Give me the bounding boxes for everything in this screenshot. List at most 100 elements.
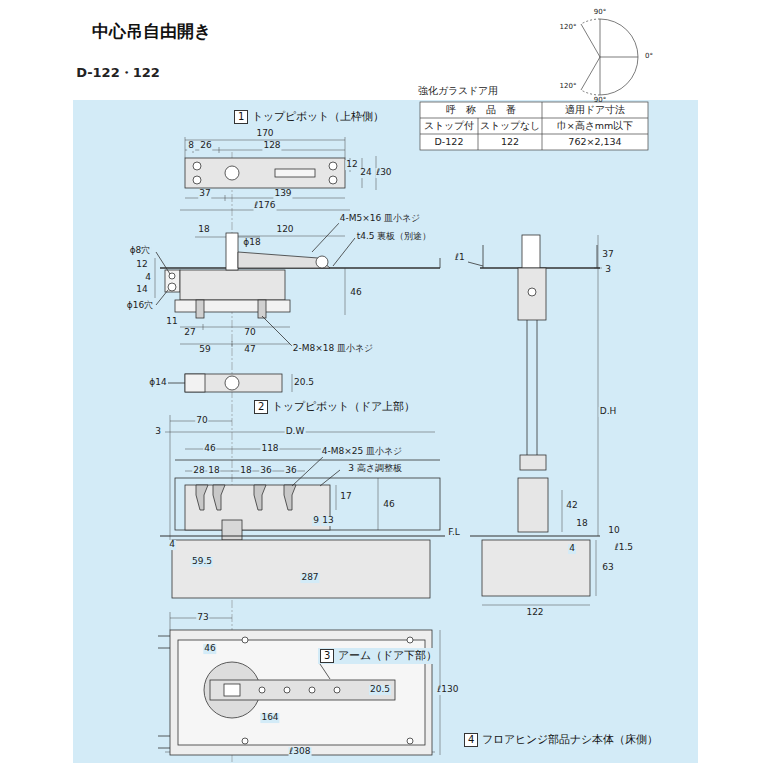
drawing-stroke <box>468 262 483 266</box>
drawing-stroke <box>225 376 239 390</box>
dimension-label: 3 <box>604 265 612 275</box>
dimension-label: 17 <box>339 492 352 502</box>
part-name: トップピボット（上枠側） <box>252 110 384 123</box>
dimension-label: 20.5 <box>369 685 391 695</box>
drawing-stroke <box>225 166 239 180</box>
drawing-stroke <box>336 485 337 510</box>
table-cell: 巾×高さmm以下 <box>556 121 634 131</box>
drawing-stroke <box>242 637 248 643</box>
drawing-stroke <box>520 455 546 470</box>
drawing-stroke <box>483 245 484 268</box>
table-cell: ストップなし <box>479 121 541 131</box>
drawing-stroke <box>600 57 638 58</box>
drawing-stroke <box>232 341 233 347</box>
dimension-label: 46 <box>203 644 216 654</box>
drawing-stroke <box>158 636 170 637</box>
drawing-stroke <box>185 374 205 392</box>
callout-number: 1 <box>234 110 248 124</box>
drawing-stroke <box>172 540 430 598</box>
door-top-pivot <box>168 374 282 392</box>
drawing-stroke <box>158 648 170 649</box>
drawing-stroke <box>440 258 441 268</box>
drawing-stroke <box>259 687 265 693</box>
dimension-label: 90° <box>593 97 607 105</box>
dimension-label: 10 <box>607 526 620 536</box>
drawing-stroke <box>581 90 600 95</box>
callout-box: 4フロアヒンジ部品ナシ本体（床側） <box>462 732 660 748</box>
drawing-stroke <box>242 738 248 744</box>
drawing-stroke <box>196 485 208 510</box>
drawing-stroke <box>420 118 648 119</box>
drawing-stroke <box>420 134 648 135</box>
callout-number: 3 <box>320 649 334 663</box>
part-name: フロアヒンジ部品ナシ本体（床側） <box>482 733 658 746</box>
drawing-stroke <box>527 320 528 455</box>
dimension-label: 8 <box>187 141 195 151</box>
drawing-stroke <box>329 176 337 184</box>
table-cell: 122 <box>500 137 520 147</box>
dimension-label: 13 <box>321 516 334 526</box>
dimension-label: ϕ8穴 <box>129 246 152 256</box>
drawing-stroke <box>329 162 337 170</box>
drawing-stroke <box>175 300 290 312</box>
dimension-label: 70 <box>243 328 256 338</box>
drawing-stroke <box>193 176 201 184</box>
drawing-stroke <box>238 252 330 268</box>
drawing-stroke <box>175 460 440 461</box>
callout-box: 2トップピボット（ドア上部） <box>252 399 417 415</box>
drawing-stroke <box>600 57 601 95</box>
dimension-label: 122 <box>525 608 544 618</box>
drawing-stroke <box>334 687 340 693</box>
drawing-stroke <box>482 540 590 596</box>
dimension-label: 46 <box>382 500 395 510</box>
spec-table <box>420 102 648 150</box>
dimension-label: ℓ1.5 <box>614 543 634 553</box>
drawing-stroke <box>185 485 330 530</box>
dimension-label: 12 <box>135 260 148 270</box>
callout-box: 3アーム（ドア下部） <box>318 648 439 664</box>
dimension-label: D.W <box>285 427 306 437</box>
table-cell: ストップ付 <box>423 121 475 131</box>
drawing-stroke <box>254 485 266 510</box>
drawing-stroke <box>333 238 355 266</box>
drawing-stroke <box>312 222 340 252</box>
drawing-stroke <box>284 485 296 510</box>
page-title: 中心吊自由開き <box>92 20 211 43</box>
drawing-stroke <box>180 270 285 300</box>
drawing-stroke <box>203 324 204 330</box>
drawing-stroke <box>420 102 648 150</box>
drawing-stroke <box>175 478 440 530</box>
dimension-label: D.H <box>599 407 618 417</box>
dimension-label: 27 <box>183 328 196 338</box>
drawing-stroke <box>225 195 226 201</box>
drawing-stroke <box>170 415 171 540</box>
drawing-stroke <box>528 288 536 296</box>
dimension-label: 18 <box>197 225 210 235</box>
table-cell: 762×2,134 <box>567 137 622 147</box>
drawing-stroke <box>600 19 601 57</box>
drawing-stroke <box>542 102 543 150</box>
dimension-label: 46 <box>203 444 216 454</box>
drawing-stroke <box>581 24 600 57</box>
dimension-label: 37 <box>198 189 211 199</box>
drawing-stroke <box>226 233 238 270</box>
callout-number: 2 <box>254 400 268 414</box>
drawing-stroke <box>518 268 546 320</box>
dimension-label: ℓ176 <box>254 201 277 211</box>
drawing-stroke <box>522 235 540 268</box>
dimension-label: 36 <box>259 466 272 476</box>
table-cell: D-122 <box>434 137 465 147</box>
dimension-label: 120° <box>559 83 578 91</box>
dimension-label: ℓ30 <box>375 168 392 178</box>
dimension-label: 3 <box>154 427 162 437</box>
dimension-label: 14 <box>135 285 148 295</box>
drawing-stroke <box>158 748 170 749</box>
dimension-label: 11 <box>165 317 178 327</box>
drawing-stroke <box>165 270 180 292</box>
drawing-stroke <box>224 684 240 696</box>
drawing-stroke <box>170 612 171 630</box>
drawing-stroke <box>407 738 413 744</box>
dimension-label: 90° <box>593 9 607 17</box>
callout-box: 1 トップピボット（上枠側） <box>232 109 386 125</box>
drawing-stroke <box>407 637 413 643</box>
